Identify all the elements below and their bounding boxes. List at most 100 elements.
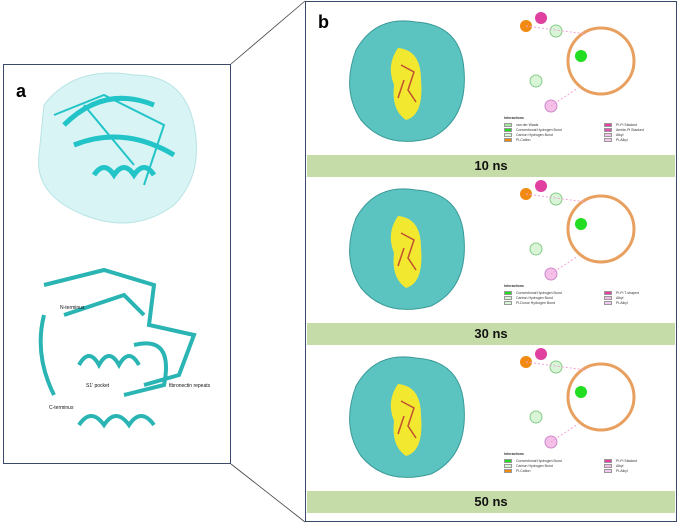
legend-swatch bbox=[604, 468, 612, 473]
legend-label: Carbon Hydrogen Bond bbox=[516, 463, 553, 468]
legend-swatch bbox=[604, 300, 612, 305]
residue bbox=[549, 360, 563, 374]
residue bbox=[575, 50, 587, 62]
legend-item: van der Waals bbox=[504, 122, 604, 127]
protein-ribbon bbox=[38, 267, 197, 429]
interaction-diagram-0 bbox=[520, 12, 636, 113]
legend-swatch bbox=[604, 463, 612, 468]
legend-item: Pi-Alkyl bbox=[604, 300, 654, 305]
time-band-1: 30 ns bbox=[307, 323, 675, 345]
time-band-2: 50 ns bbox=[307, 491, 675, 513]
legend-swatch bbox=[504, 458, 512, 463]
legend-item: Alkyl bbox=[604, 463, 654, 468]
panel-b-label: b bbox=[318, 12, 329, 32]
legend-item: Pi-Cation bbox=[504, 137, 604, 142]
legend-label: Pi-Alkyl bbox=[616, 300, 628, 305]
legend-swatch bbox=[504, 468, 512, 473]
legend-label: Pi-Pi T-shaped bbox=[616, 290, 639, 295]
legend-item: Pi-Pi Stacked bbox=[604, 458, 654, 463]
legend-swatch bbox=[604, 127, 612, 132]
legend-swatch bbox=[604, 295, 612, 300]
residue bbox=[535, 180, 547, 192]
legend-label: Pi-Pi Stacked bbox=[616, 122, 638, 127]
legend-item: Pi-Alkyl bbox=[604, 137, 654, 142]
legend-item: Conventional Hydrogen Bond bbox=[504, 290, 604, 295]
time-band-0: 10 ns bbox=[307, 155, 675, 177]
legend-item: Alkyl bbox=[604, 132, 654, 137]
legend-swatch bbox=[504, 127, 512, 132]
legend-item: Pi-Donor Hydrogen Bond bbox=[504, 300, 604, 305]
legend-title: Interactions bbox=[504, 116, 524, 120]
legend-swatch bbox=[504, 290, 512, 295]
legend-label: Carbon Hydrogen Bond bbox=[516, 295, 553, 300]
annotation-n-terminus: N-terminus bbox=[60, 305, 85, 311]
protein-surface-0 bbox=[349, 20, 465, 142]
protein-surface-2 bbox=[349, 356, 465, 478]
legend-label: Conventional Hydrogen Bond bbox=[516, 127, 562, 132]
legend-swatch bbox=[504, 137, 512, 142]
legend-item: Conventional Hydrogen Bond bbox=[504, 458, 604, 463]
residue bbox=[535, 348, 547, 360]
annotation-c-terminus: C-terminus bbox=[49, 405, 74, 411]
interaction-diagram-2 bbox=[520, 348, 636, 449]
legend-label: Pi-Cation bbox=[516, 137, 531, 142]
legend-label: Carbon Hydrogen Bond bbox=[516, 132, 553, 137]
residue bbox=[529, 74, 543, 88]
legend-swatch bbox=[504, 300, 512, 305]
panel-a-label: a bbox=[16, 81, 27, 101]
legend-label: Alkyl bbox=[616, 295, 624, 300]
residue bbox=[549, 24, 563, 38]
legend-item: Conventional Hydrogen Bond bbox=[504, 127, 604, 132]
legend-item: Amide-Pi Stacked bbox=[604, 127, 654, 132]
residue bbox=[575, 386, 587, 398]
legend-swatch bbox=[604, 290, 612, 295]
protein-surface-ribbon bbox=[38, 72, 197, 224]
annotation-s1-pocket: S1' pocket bbox=[86, 383, 110, 389]
legend-label: Conventional Hydrogen Bond bbox=[516, 458, 562, 463]
residue bbox=[529, 410, 543, 424]
legend-swatch bbox=[504, 295, 512, 300]
legend-label: Alkyl bbox=[616, 463, 624, 468]
legend-title: Interactions bbox=[504, 284, 524, 288]
legend-item: Carbon Hydrogen Bond bbox=[504, 463, 604, 468]
legend-label: Amide-Pi Stacked bbox=[616, 127, 644, 132]
residue bbox=[549, 192, 563, 206]
ligand bbox=[397, 64, 417, 103]
residue bbox=[529, 242, 543, 256]
legend-label: Alkyl bbox=[616, 132, 624, 137]
legend-item: Alkyl bbox=[604, 295, 654, 300]
interaction-diagram-1 bbox=[520, 180, 636, 281]
legend-item: Carbon Hydrogen Bond bbox=[504, 132, 604, 137]
legend-item: Carbon Hydrogen Bond bbox=[504, 295, 604, 300]
legend-label: Pi-Alkyl bbox=[616, 137, 628, 142]
legend-item: Pi-Alkyl bbox=[604, 468, 654, 473]
legend-title: Interactions bbox=[504, 452, 524, 456]
legend-swatch bbox=[604, 137, 612, 142]
legend-label: Pi-Donor Hydrogen Bond bbox=[516, 300, 556, 305]
ligand bbox=[397, 400, 417, 439]
legend-item: Pi-Pi T-shaped bbox=[604, 290, 654, 295]
residue bbox=[575, 218, 587, 230]
legend-swatch bbox=[604, 458, 612, 463]
legend-label: Pi-Alkyl bbox=[616, 468, 628, 473]
legend-item: Pi-Cation bbox=[504, 468, 604, 473]
legend-label: Conventional Hydrogen Bond bbox=[516, 290, 562, 295]
legend-swatch bbox=[504, 132, 512, 137]
annotation-fibronectin-repeats: fibronectin repeats bbox=[169, 383, 211, 389]
residue bbox=[535, 12, 547, 24]
panel-a: a N-terminus S1' pocket fibronectin repe… bbox=[3, 64, 231, 464]
ligand bbox=[397, 232, 417, 271]
legend-swatch bbox=[604, 122, 612, 127]
legend-swatch bbox=[504, 463, 512, 468]
legend-label: Pi-Pi Stacked bbox=[616, 458, 638, 463]
protein-surface-1 bbox=[349, 188, 465, 310]
legend-swatch bbox=[504, 122, 512, 127]
legend-label: Pi-Cation bbox=[516, 468, 531, 473]
legend-item: Pi-Pi Stacked bbox=[604, 122, 654, 127]
legend-label: van der Waals bbox=[516, 122, 539, 127]
